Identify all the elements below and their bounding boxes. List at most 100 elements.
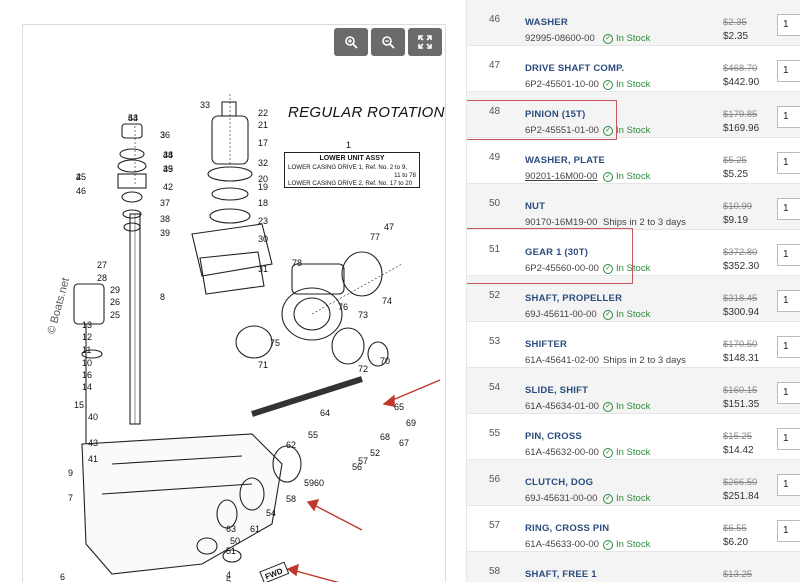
callout-number[interactable]: 25 <box>110 310 121 320</box>
callout-number[interactable]: 68 <box>380 432 391 442</box>
part-name-link[interactable]: SHIFTER <box>525 339 568 350</box>
callout-number[interactable]: 37 <box>160 198 171 208</box>
callout-number[interactable]: 3 <box>160 130 166 140</box>
exploded-parts-diagram[interactable]: FWD <box>22 24 446 582</box>
callout-number[interactable]: 21 <box>258 120 269 130</box>
callout-number[interactable]: 20 <box>258 174 269 184</box>
quantity-input[interactable]: 1 <box>777 520 800 542</box>
callout-number[interactable]: 26 <box>110 297 121 307</box>
callout-number[interactable]: 10 <box>82 358 93 368</box>
callout-number[interactable]: 33 <box>200 100 211 110</box>
callout-number[interactable]: 22 <box>258 108 269 118</box>
callout-number[interactable]: 50 <box>230 536 241 546</box>
quantity-input[interactable]: 1 <box>777 336 800 358</box>
callout-number[interactable]: 6 <box>60 572 66 582</box>
callout-number[interactable]: 12 <box>82 332 93 342</box>
callout-number[interactable]: 75 <box>270 338 281 348</box>
callout-number[interactable]: 41 <box>88 454 99 464</box>
callout-number[interactable]: 39 <box>160 228 171 238</box>
callout-number[interactable]: 18 <box>258 198 269 208</box>
callout-number[interactable]: 76 <box>338 302 349 312</box>
quantity-input[interactable]: 1 <box>777 382 800 404</box>
callout-number[interactable]: 64 <box>320 408 331 418</box>
callout-number[interactable]: 5 <box>226 576 232 582</box>
callout-number[interactable]: 67 <box>399 438 410 448</box>
callout-number[interactable]: 9 <box>68 468 74 478</box>
callout-number[interactable]: 2 <box>76 172 82 182</box>
quantity-input[interactable]: 1 <box>777 152 800 174</box>
callout-number[interactable]: 55 <box>308 430 319 440</box>
quantity-input[interactable]: 1 <box>777 14 800 36</box>
callout-number[interactable]: 60 <box>314 478 325 488</box>
part-name-link[interactable]: PIN, CROSS <box>525 431 582 442</box>
callout-number[interactable]: 62 <box>286 440 297 450</box>
callout-number[interactable]: 59 <box>304 478 315 488</box>
callout-number[interactable]: 44 <box>128 113 139 123</box>
callout-number[interactable]: 47 <box>384 222 395 232</box>
callout-number[interactable]: 72 <box>358 364 369 374</box>
callout-number[interactable]: 31 <box>258 264 269 274</box>
callout-number[interactable]: 45 <box>76 172 87 182</box>
callout-number[interactable]: 29 <box>110 285 121 295</box>
zoom-in-button[interactable] <box>334 28 368 56</box>
quantity-input[interactable]: 1 <box>777 198 800 220</box>
callout-number[interactable]: 58 <box>286 494 297 504</box>
callout-number[interactable]: 30 <box>258 234 269 244</box>
callout-number[interactable]: 43 <box>88 438 99 448</box>
callout-number[interactable]: 71 <box>258 360 269 370</box>
quantity-input[interactable]: 1 <box>777 106 800 128</box>
callout-number[interactable]: 34 <box>163 150 174 160</box>
callout-number[interactable]: 78 <box>292 258 303 268</box>
callout-number[interactable]: 16 <box>82 370 93 380</box>
callout-number[interactable]: 52 <box>370 448 381 458</box>
zoom-out-button[interactable] <box>371 28 405 56</box>
quantity-input[interactable]: 1 <box>777 428 800 450</box>
quantity-input[interactable]: 1 <box>777 290 800 312</box>
callout-number[interactable]: 61 <box>250 524 261 534</box>
callout-number[interactable]: 57 <box>358 456 369 466</box>
callout-number[interactable]: 65 <box>394 402 405 412</box>
callout-number[interactable]: 38 <box>160 214 171 224</box>
callout-number[interactable]: 4 <box>226 570 232 580</box>
callout-number[interactable]: 8 <box>160 292 166 302</box>
quantity-input[interactable]: 1 <box>777 60 800 82</box>
callout-number[interactable]: 32 <box>258 158 269 168</box>
part-name-link[interactable]: GEAR 1 (30T) <box>525 247 589 258</box>
callout-number[interactable]: 51 <box>226 546 237 556</box>
callout-number[interactable]: 23 <box>258 216 269 226</box>
part-name-link[interactable]: RING, CROSS PIN <box>525 523 610 534</box>
callout-number[interactable]: 49 <box>163 164 174 174</box>
quantity-input[interactable]: 1 <box>777 244 800 266</box>
part-name-link[interactable]: CLUTCH, DOG <box>525 477 594 488</box>
callout-number[interactable]: 14 <box>82 382 93 392</box>
callout-number[interactable]: 36 <box>160 130 171 140</box>
part-name-link[interactable]: SLIDE, SHIFT <box>525 385 589 396</box>
callout-number[interactable]: 63 <box>226 524 237 534</box>
callout-number[interactable]: 17 <box>258 138 269 148</box>
callout-number[interactable]: 13 <box>82 320 93 330</box>
callout-number[interactable]: 56 <box>352 462 363 472</box>
callout-number[interactable]: 53 <box>128 113 139 123</box>
part-name-link[interactable]: PINION (15T) <box>525 109 586 120</box>
callout-number[interactable]: 48 <box>163 150 174 160</box>
callout-number[interactable]: 40 <box>88 412 99 422</box>
callout-number[interactable]: 70 <box>380 356 391 366</box>
callout-number[interactable]: 46 <box>76 186 87 196</box>
part-name-link[interactable]: DRIVE SHAFT COMP. <box>525 63 625 74</box>
callout-number[interactable]: 28 <box>97 273 108 283</box>
part-name-link[interactable]: NUT <box>525 201 546 212</box>
callout-number[interactable]: 7 <box>68 493 74 503</box>
callout-number[interactable]: 35 <box>163 164 174 174</box>
callout-number[interactable]: 15 <box>74 400 85 410</box>
callout-number[interactable]: 54 <box>266 508 277 518</box>
part-number[interactable]: 90201-16M00-00 <box>525 171 598 182</box>
part-name-link[interactable]: WASHER, PLATE <box>525 155 606 166</box>
callout-number[interactable]: 73 <box>358 310 369 320</box>
callout-number[interactable]: 27 <box>97 260 108 270</box>
part-name-link[interactable]: SHAFT, PROPELLER <box>525 293 623 304</box>
callout-number[interactable]: 42 <box>163 182 174 192</box>
part-name-link[interactable]: SHAFT, FREE 1 <box>525 569 597 580</box>
expand-button[interactable] <box>408 28 442 56</box>
callout-number[interactable]: 74 <box>382 296 393 306</box>
part-name-link[interactable]: WASHER <box>525 17 568 28</box>
